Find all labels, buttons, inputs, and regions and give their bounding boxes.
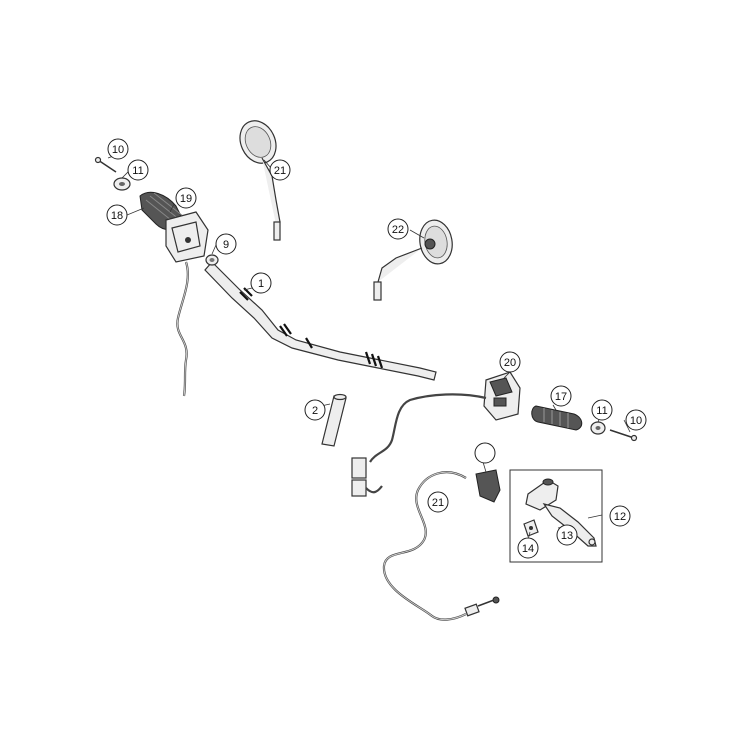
spacer-ring: [205, 254, 219, 266]
callout-12: 12: [609, 505, 631, 527]
callout-11-right: 11: [591, 399, 613, 421]
callout-9: 9: [215, 233, 237, 255]
callout-13: 13: [556, 524, 578, 546]
callout-1: 1: [250, 272, 272, 294]
callout-label: 9: [223, 239, 229, 251]
callout-label: 18: [111, 210, 123, 222]
right-bar-end-weight: [590, 421, 606, 435]
left-bar-end-bolt: [94, 156, 117, 173]
callout-label: 11: [596, 405, 607, 417]
callout-label: 13: [561, 530, 573, 542]
throttle-cable: [176, 261, 189, 397]
callout-label: 20: [504, 357, 516, 369]
clutch-cable: [382, 471, 500, 621]
cable-guide: [475, 469, 501, 503]
callout-label: 12: [614, 511, 626, 523]
callout-21: 21: [427, 491, 449, 513]
right-mirror: [373, 219, 453, 301]
callout-14: 14: [517, 537, 539, 559]
callout-22: [474, 442, 496, 464]
left-bar-end-weight: [113, 177, 131, 191]
left-mirror: [239, 120, 281, 241]
callout-15: 17: [550, 385, 572, 407]
callout-label: 21: [432, 497, 444, 509]
callout-17: 19: [175, 187, 197, 209]
callout-label: 14: [522, 543, 534, 555]
callout-label: 11: [132, 165, 143, 177]
callout-20: 22: [387, 218, 409, 240]
callout-10-right: 10: [625, 409, 647, 431]
callout-label: 17: [555, 391, 567, 403]
switch-connector: [351, 457, 383, 497]
lever-clamp: [523, 519, 539, 537]
throttle-housing: [165, 211, 209, 263]
callout-label: 10: [630, 415, 642, 427]
right-switch-housing: [369, 371, 521, 463]
callout-label: 1: [258, 278, 264, 290]
clutch-lever-box: [509, 469, 603, 563]
callout-label: 19: [180, 193, 192, 205]
right-grip: [531, 405, 583, 431]
callout-19: 21: [269, 159, 291, 181]
callout-label: 21: [274, 165, 286, 177]
callout-2: 2: [304, 399, 326, 421]
callout-16: 18: [106, 204, 128, 226]
bar-bushing: [321, 393, 347, 447]
callout-label: 2: [312, 405, 318, 417]
callout-18: 20: [499, 351, 521, 373]
clutch-master-cylinder: [525, 478, 559, 511]
callout-10-left: 10: [107, 138, 129, 160]
right-bar-end-bolt: [609, 429, 638, 442]
callout-11-left: 11: [127, 159, 149, 181]
handlebar: [204, 261, 437, 381]
callout-label: 10: [112, 144, 124, 156]
callout-label: 22: [392, 224, 404, 236]
